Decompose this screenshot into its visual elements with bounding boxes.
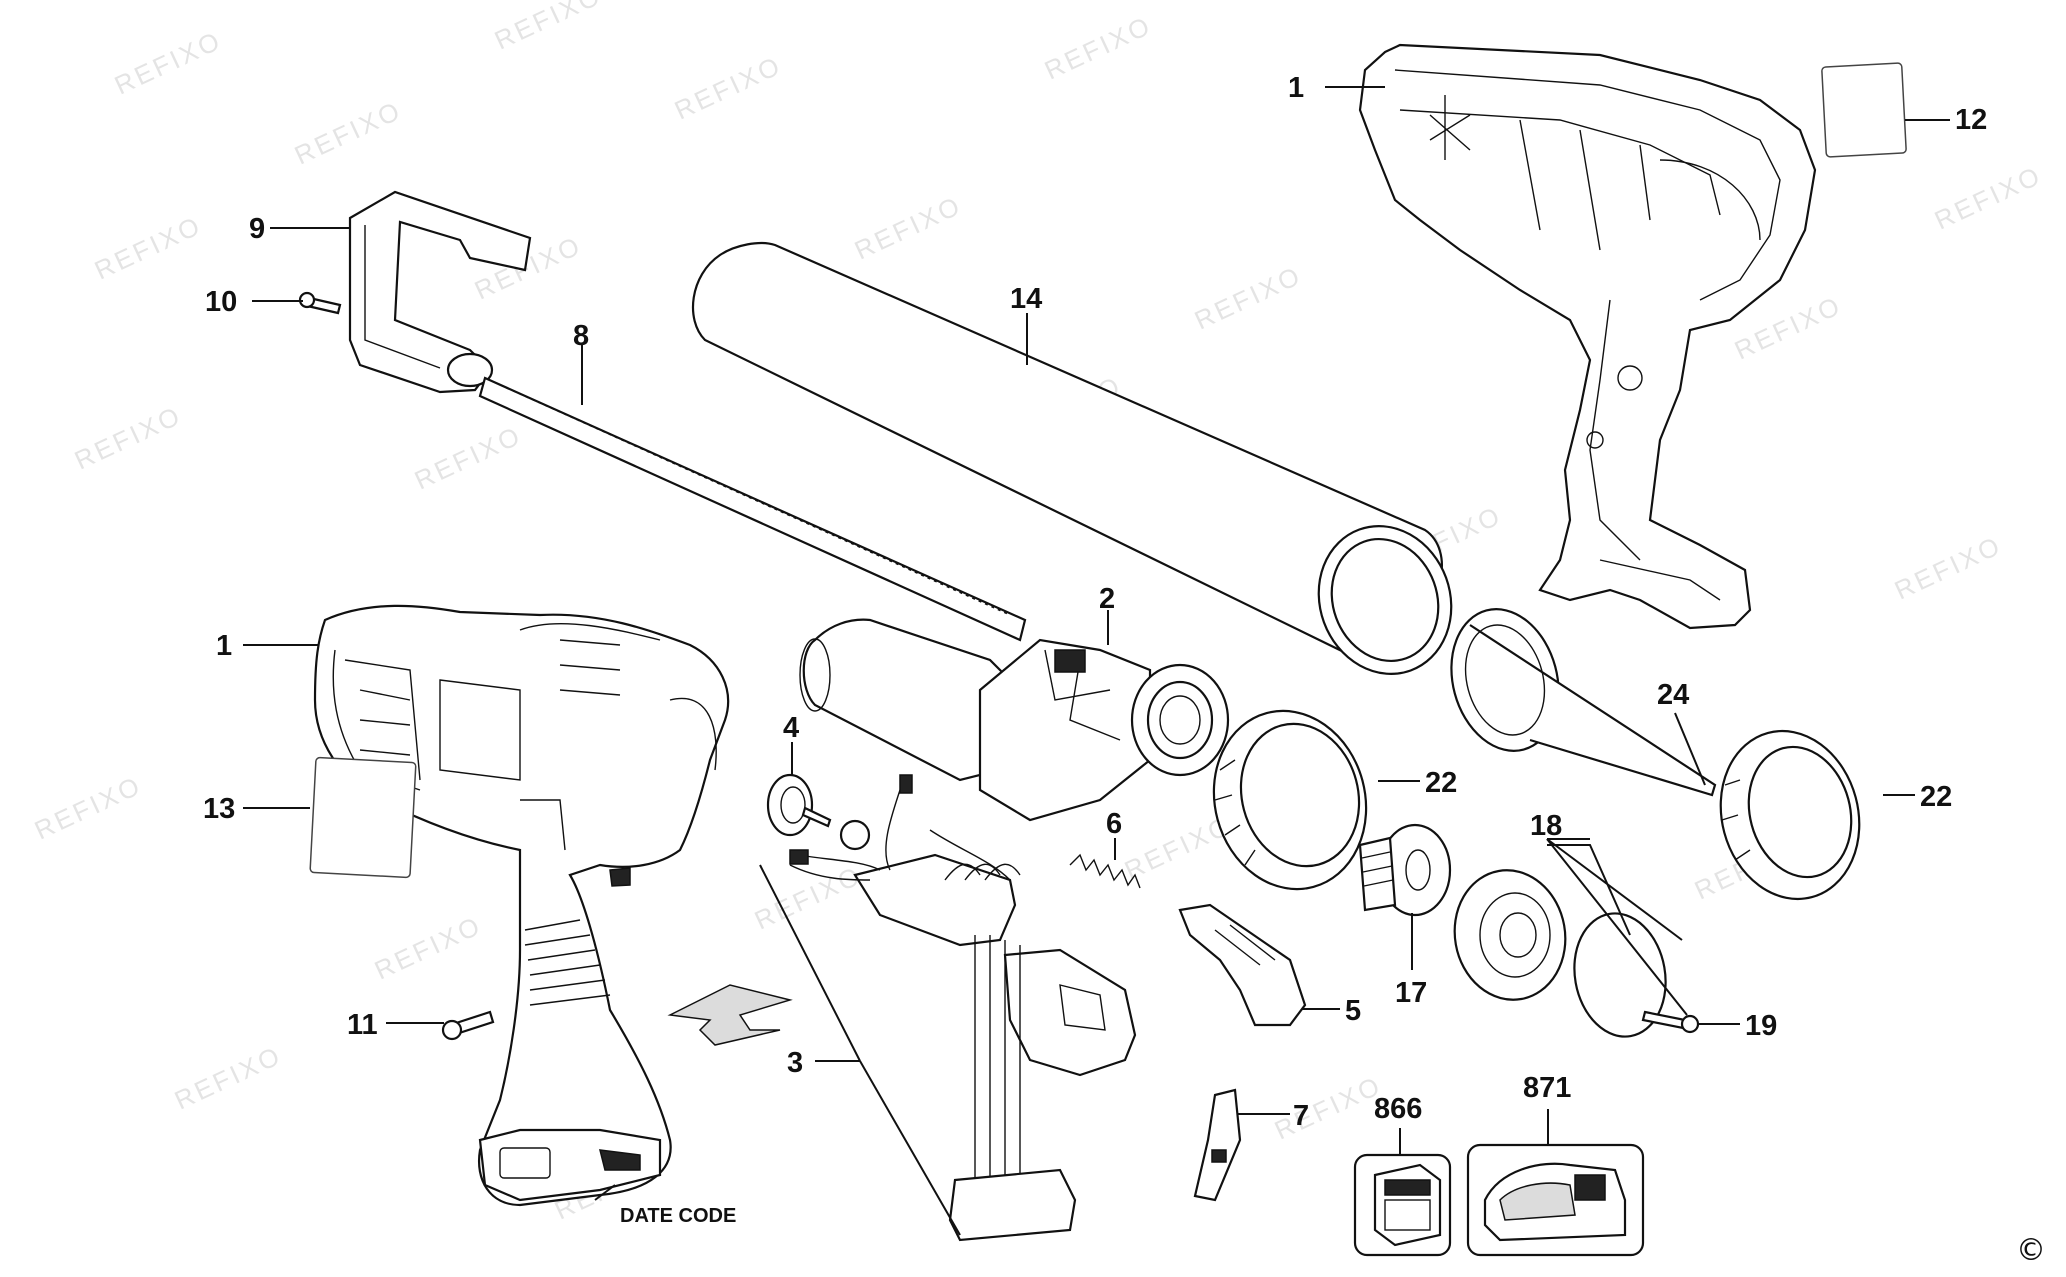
callout-4: 4 xyxy=(783,712,799,744)
callout-22-mid: 22 xyxy=(1425,767,1457,799)
callout-2: 2 xyxy=(1099,583,1115,615)
part-5-trigger xyxy=(1178,903,1307,1027)
part-2-motor-gearbox xyxy=(799,618,1230,822)
callout-18: 18 xyxy=(1530,810,1562,842)
callout-13: 13 xyxy=(203,793,235,825)
callout-9: 9 xyxy=(249,213,265,245)
callout-labels: 1 12 9 10 8 14 1 2 13 4 6 22 24 22 18 17… xyxy=(203,72,2046,1268)
bracket-part xyxy=(667,984,793,1046)
part-13-label xyxy=(309,756,417,879)
part-1-housing-right xyxy=(1358,43,1817,630)
part-18-piston-seal xyxy=(1453,869,1667,1038)
leader-lines xyxy=(243,86,1950,1236)
part-3-switch-assembly xyxy=(789,774,1137,1242)
callout-12: 12 xyxy=(1955,104,1987,136)
callout-8: 8 xyxy=(573,320,589,352)
callout-14: 14 xyxy=(1010,283,1042,315)
date-code-label: DATE CODE xyxy=(620,1205,736,1227)
part-6-spring xyxy=(1069,853,1141,889)
part-866-battery xyxy=(1353,1153,1452,1257)
callout-871: 871 xyxy=(1523,1072,1571,1104)
callout-3: 3 xyxy=(787,1047,803,1079)
callout-22-right: 22 xyxy=(1920,781,1952,813)
callout-10: 10 xyxy=(205,286,237,318)
callout-6: 6 xyxy=(1106,808,1122,840)
part-871-charger xyxy=(1466,1143,1645,1257)
part-8-rack-rod xyxy=(478,376,1027,642)
callout-19: 19 xyxy=(1745,1010,1777,1042)
callout-5: 5 xyxy=(1345,995,1361,1027)
part-14-cartridge-tube xyxy=(691,241,1453,676)
callout-11: 11 xyxy=(347,1009,378,1041)
part-9-handle xyxy=(348,190,532,394)
part-17-plunger xyxy=(1358,823,1452,917)
callout-17: 17 xyxy=(1395,977,1427,1009)
part-19-screw xyxy=(1641,1010,1700,1034)
part-4-gear-knob xyxy=(766,773,832,837)
callout-1-left: 1 xyxy=(216,630,232,662)
copyright-symbol: © xyxy=(2016,1233,2046,1268)
callout-24: 24 xyxy=(1657,679,1689,711)
part-12-label xyxy=(1821,62,1907,158)
part-1-housing-left xyxy=(313,604,730,1207)
part-24-nozzle xyxy=(1450,608,1717,797)
callout-7: 7 xyxy=(1293,1100,1309,1132)
callout-1-top: 1 xyxy=(1288,72,1304,104)
part-7-clip xyxy=(1193,1088,1242,1202)
part-22-collar-mid xyxy=(1212,709,1368,891)
part-11-screw xyxy=(441,1010,495,1041)
part-22-collar-right xyxy=(1719,729,1861,901)
callout-866: 866 xyxy=(1374,1093,1422,1125)
